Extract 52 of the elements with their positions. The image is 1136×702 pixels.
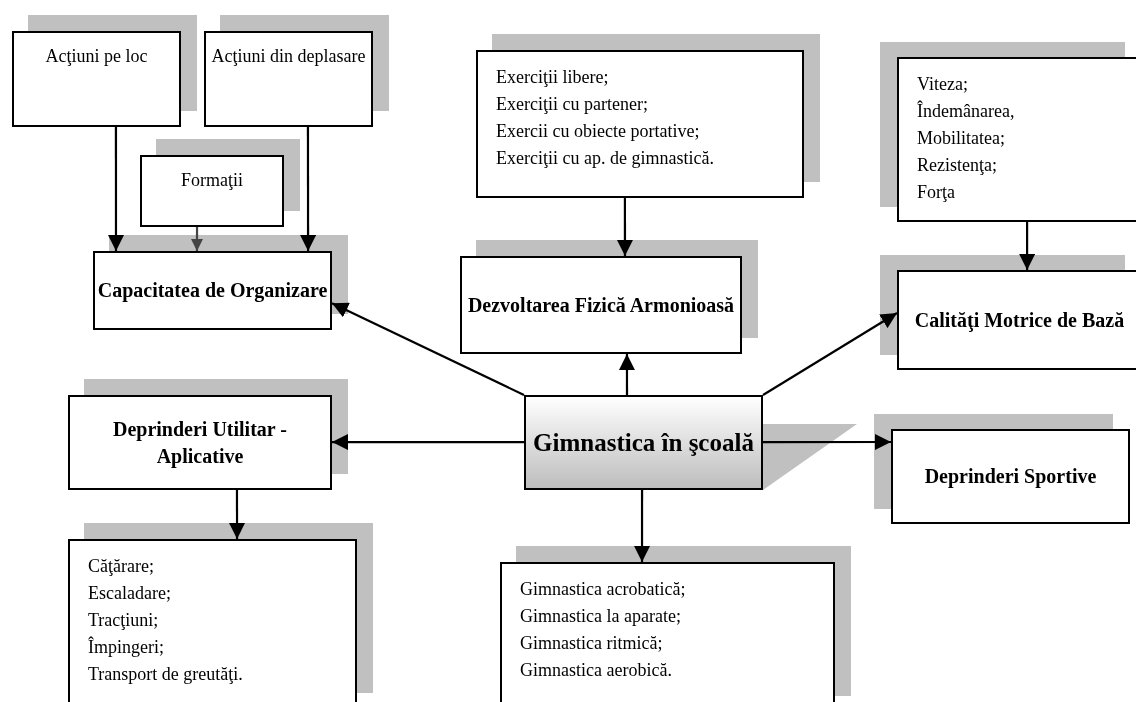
concept-box — [897, 270, 1136, 370]
list-item: Împingeri; — [88, 635, 165, 659]
arrow — [331, 302, 525, 396]
list-box — [897, 57, 1136, 222]
list-item: Exerciţii cu partener; — [496, 93, 649, 116]
list-box — [68, 539, 357, 702]
arrow — [616, 198, 633, 256]
arrow — [108, 127, 124, 251]
concept-box — [140, 155, 284, 227]
concept-box — [460, 256, 742, 354]
list-item: Exerciţii cu ap. de gimnastică. — [496, 147, 715, 170]
list-item: Mobilitatea; — [917, 127, 1006, 150]
arrow — [634, 490, 651, 562]
list-item: Exerciţii libere; — [496, 66, 610, 89]
list-item: Viteza; — [917, 73, 969, 96]
arrow — [763, 434, 891, 450]
list-item: Gimnastica aerobică. — [520, 659, 673, 682]
list-item: Îndemânarea, — [917, 99, 1016, 123]
list-item: Transport de greutăţi. — [88, 663, 244, 686]
central-box — [524, 395, 763, 490]
list-item: Forţa — [917, 181, 956, 204]
list-item: Gimnastica acrobatică; — [520, 578, 687, 601]
concept-box — [93, 251, 332, 330]
arrow — [618, 354, 635, 395]
arrow — [229, 490, 246, 539]
arrow — [762, 312, 898, 396]
list-box — [476, 50, 804, 198]
arrow — [332, 434, 524, 451]
node-label: Deprinderi Sportive — [924, 464, 1097, 490]
concept-box — [891, 429, 1130, 524]
node-label: Calităţi Motrice de Bază — [914, 307, 1125, 334]
concept-box — [204, 31, 373, 127]
node-label: Acţiuni pe loc — [45, 45, 148, 68]
list-item: Căţărare; — [88, 555, 155, 578]
node-label: Acţiuni din deplasare — [211, 45, 366, 68]
list-box — [500, 562, 835, 702]
list-item: Exercii cu obiecte portative; — [496, 120, 701, 143]
arrow — [300, 127, 317, 251]
list-item: Rezistenţa; — [917, 154, 998, 177]
list-item: Escaladare; — [88, 582, 172, 605]
concept-box — [12, 31, 181, 127]
list-item: Gimnastica ritmică; — [520, 632, 664, 655]
arrow — [191, 227, 203, 251]
node-label: Gimnastica în şcoală — [533, 428, 754, 458]
node-label: Formaţii — [181, 169, 243, 192]
list-item: Gimnastica la aparate; — [520, 605, 682, 628]
node-label: Deprinderi Utilitar - Aplicative — [111, 416, 288, 470]
arrow — [1019, 222, 1036, 270]
node-label: Dezvoltarea Fizică Armonioasă — [467, 292, 735, 318]
concept-box — [68, 395, 332, 490]
list-item: Tracţiuni; — [88, 609, 160, 632]
node-label: Capacitatea de Organizare — [97, 278, 328, 304]
